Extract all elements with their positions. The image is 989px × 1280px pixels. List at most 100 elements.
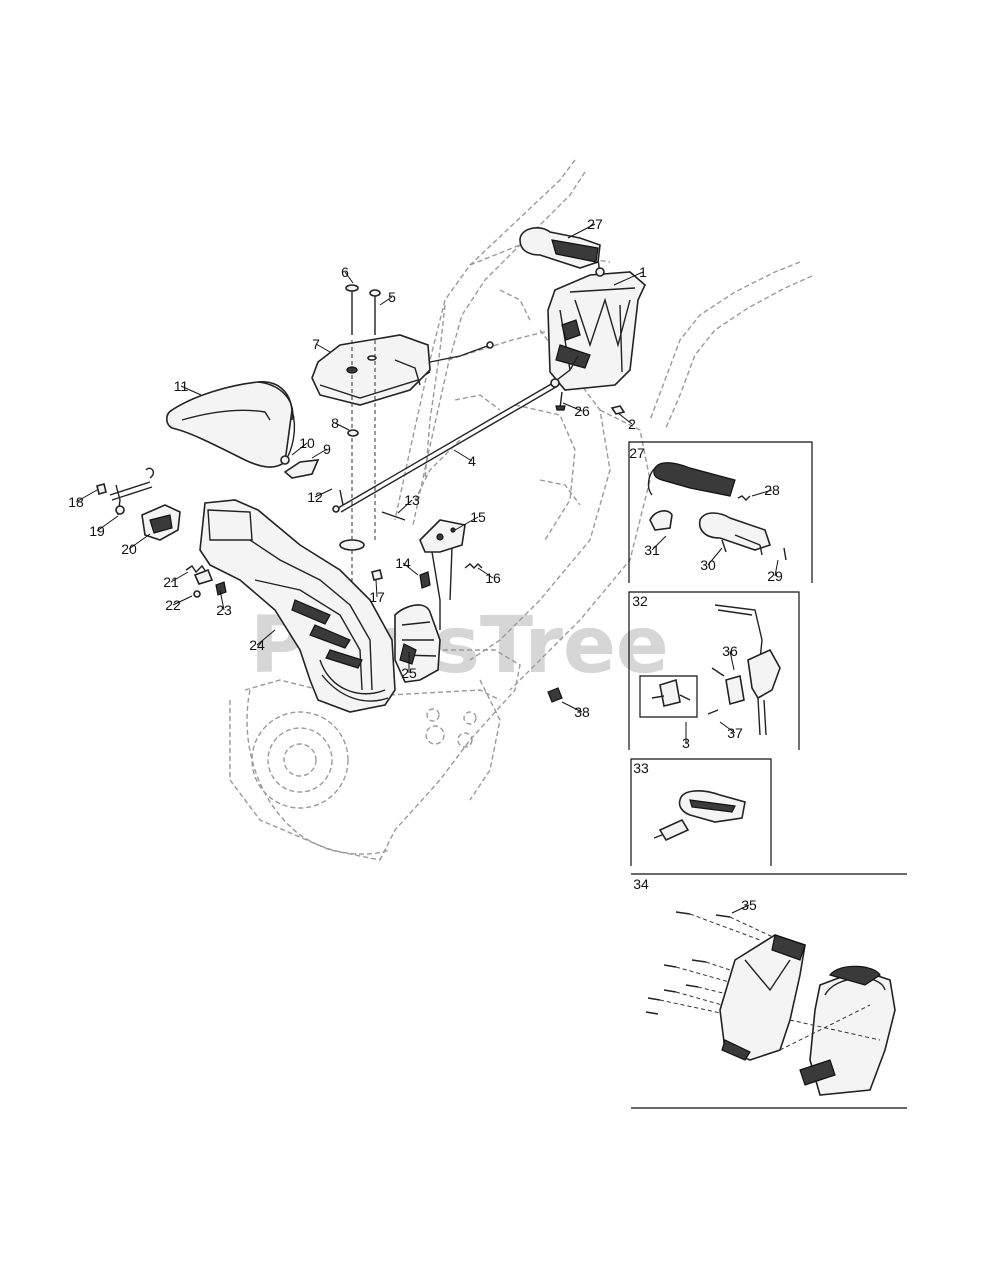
callout-leader-8 [334,422,350,431]
chute-cover-part-7 [311,334,431,406]
nut-part-38 [547,687,563,703]
callout-label-23: 23 [216,602,232,618]
callout-label-35: 35 [741,897,757,913]
chute-deflector-part-11 [165,381,296,468]
snowblower-frame-outline [229,159,813,861]
callout-label-28: 28 [764,482,780,498]
callout-leader-22 [172,595,193,606]
callout-leader-10 [291,442,308,456]
callout-label-10: 10 [299,435,315,451]
callout-leader-27 [567,223,596,239]
callout-leader-9 [311,448,328,459]
callout-label-2: 2 [628,416,636,432]
callout-leader-7 [315,343,331,353]
washer-part-22 [193,590,201,598]
callout-label-30: 30 [700,557,716,573]
callout-leader-19 [96,515,119,532]
inset-box-32 [628,591,800,750]
callout-leader-14 [402,562,419,576]
callout-leader-21 [170,571,189,583]
callout-leader-24 [256,629,276,646]
bolt-part-14 [419,571,431,589]
inset-box-33 [630,758,772,866]
callout-label-17: 17 [369,589,385,605]
nut-part-17 [371,569,383,581]
callout-label-5: 5 [388,289,396,305]
washer-part-8 [347,429,359,437]
knob-part-9 [283,459,320,479]
chute-gear-part-25 [394,604,441,683]
callout-leader-23 [219,589,225,611]
callout-leader-37 [719,721,736,734]
callout-leader-20 [128,533,151,550]
callout-label-3: 3 [682,735,690,751]
callout-leader-12 [314,488,333,498]
callout-label-8: 8 [331,415,339,431]
callout-label-37: 37 [727,725,743,741]
callout-label-31: 31 [644,542,660,558]
callout-label-9: 9 [323,441,331,457]
callout-label-18: 18 [68,494,84,510]
callout-label-6: 6 [341,264,349,280]
callout-leader-15 [454,516,479,531]
callout-leader-1 [613,271,644,286]
callout-label-21: 21 [163,574,179,590]
callout-leader-6 [344,271,354,284]
callout-leader-36 [729,650,735,671]
callout-leader-31 [651,535,667,551]
bolt-part-6 [345,284,359,335]
callout-label-15: 15 [470,509,486,525]
callout-leader-11 [180,385,202,396]
callout-leader-29 [774,559,779,577]
housing-part-20 [141,504,181,541]
callout-label-14: 14 [395,555,411,571]
bolt-part-23 [215,581,227,596]
inset-label-33: 33 [633,760,649,776]
callout-leader-18 [75,489,98,503]
callout-label-38: 38 [574,704,590,720]
callout-label-20: 20 [121,541,137,557]
bolt-part-5 [369,289,381,335]
callout-label-1: 1 [639,264,647,280]
callout-label-12: 12 [307,489,323,505]
callout-leader-13 [397,499,413,514]
callout-label-36: 36 [722,643,738,659]
pin-part-13 [381,511,406,521]
spring-part-21 [185,564,207,574]
callout-label-13: 13 [404,492,420,508]
callout-leader-4 [453,449,473,462]
callout-label-29: 29 [767,568,783,584]
inset-box-27 [628,441,813,583]
spring-part-16 [464,563,483,569]
control-console-part-1 [547,257,646,391]
callout-label-19: 19 [89,523,105,539]
callout-label-7: 7 [312,336,320,352]
callout-leader-35 [731,904,750,914]
bolt-part-18 [96,483,107,495]
callout-leader-28 [751,489,773,497]
callout-leader-5 [379,296,393,306]
callout-leader-2 [617,412,633,425]
callout-label-22: 22 [165,597,181,613]
callout-label-26: 26 [574,403,590,419]
callout-label-24: 24 [249,637,265,653]
washer-part-10 [280,455,290,465]
discharge-chute-part-24 [199,499,396,713]
callout-label-16: 16 [485,570,501,586]
inset-box-34 [631,873,907,1109]
lever-part-19 [109,467,155,516]
chute-control-rod-part-4 [332,355,579,513]
inset-label-32: 32 [632,593,648,609]
callout-leader-38 [561,701,583,713]
callout-label-25: 25 [401,665,417,681]
pin-part-12 [339,489,344,506]
pin-part-26 [555,391,566,411]
handle-grip-part-27 [519,227,601,269]
callout-label-4: 4 [468,453,476,469]
bracket-part-15 [419,519,466,630]
nut-part-2 [610,405,626,415]
callout-leader-16 [477,567,494,579]
